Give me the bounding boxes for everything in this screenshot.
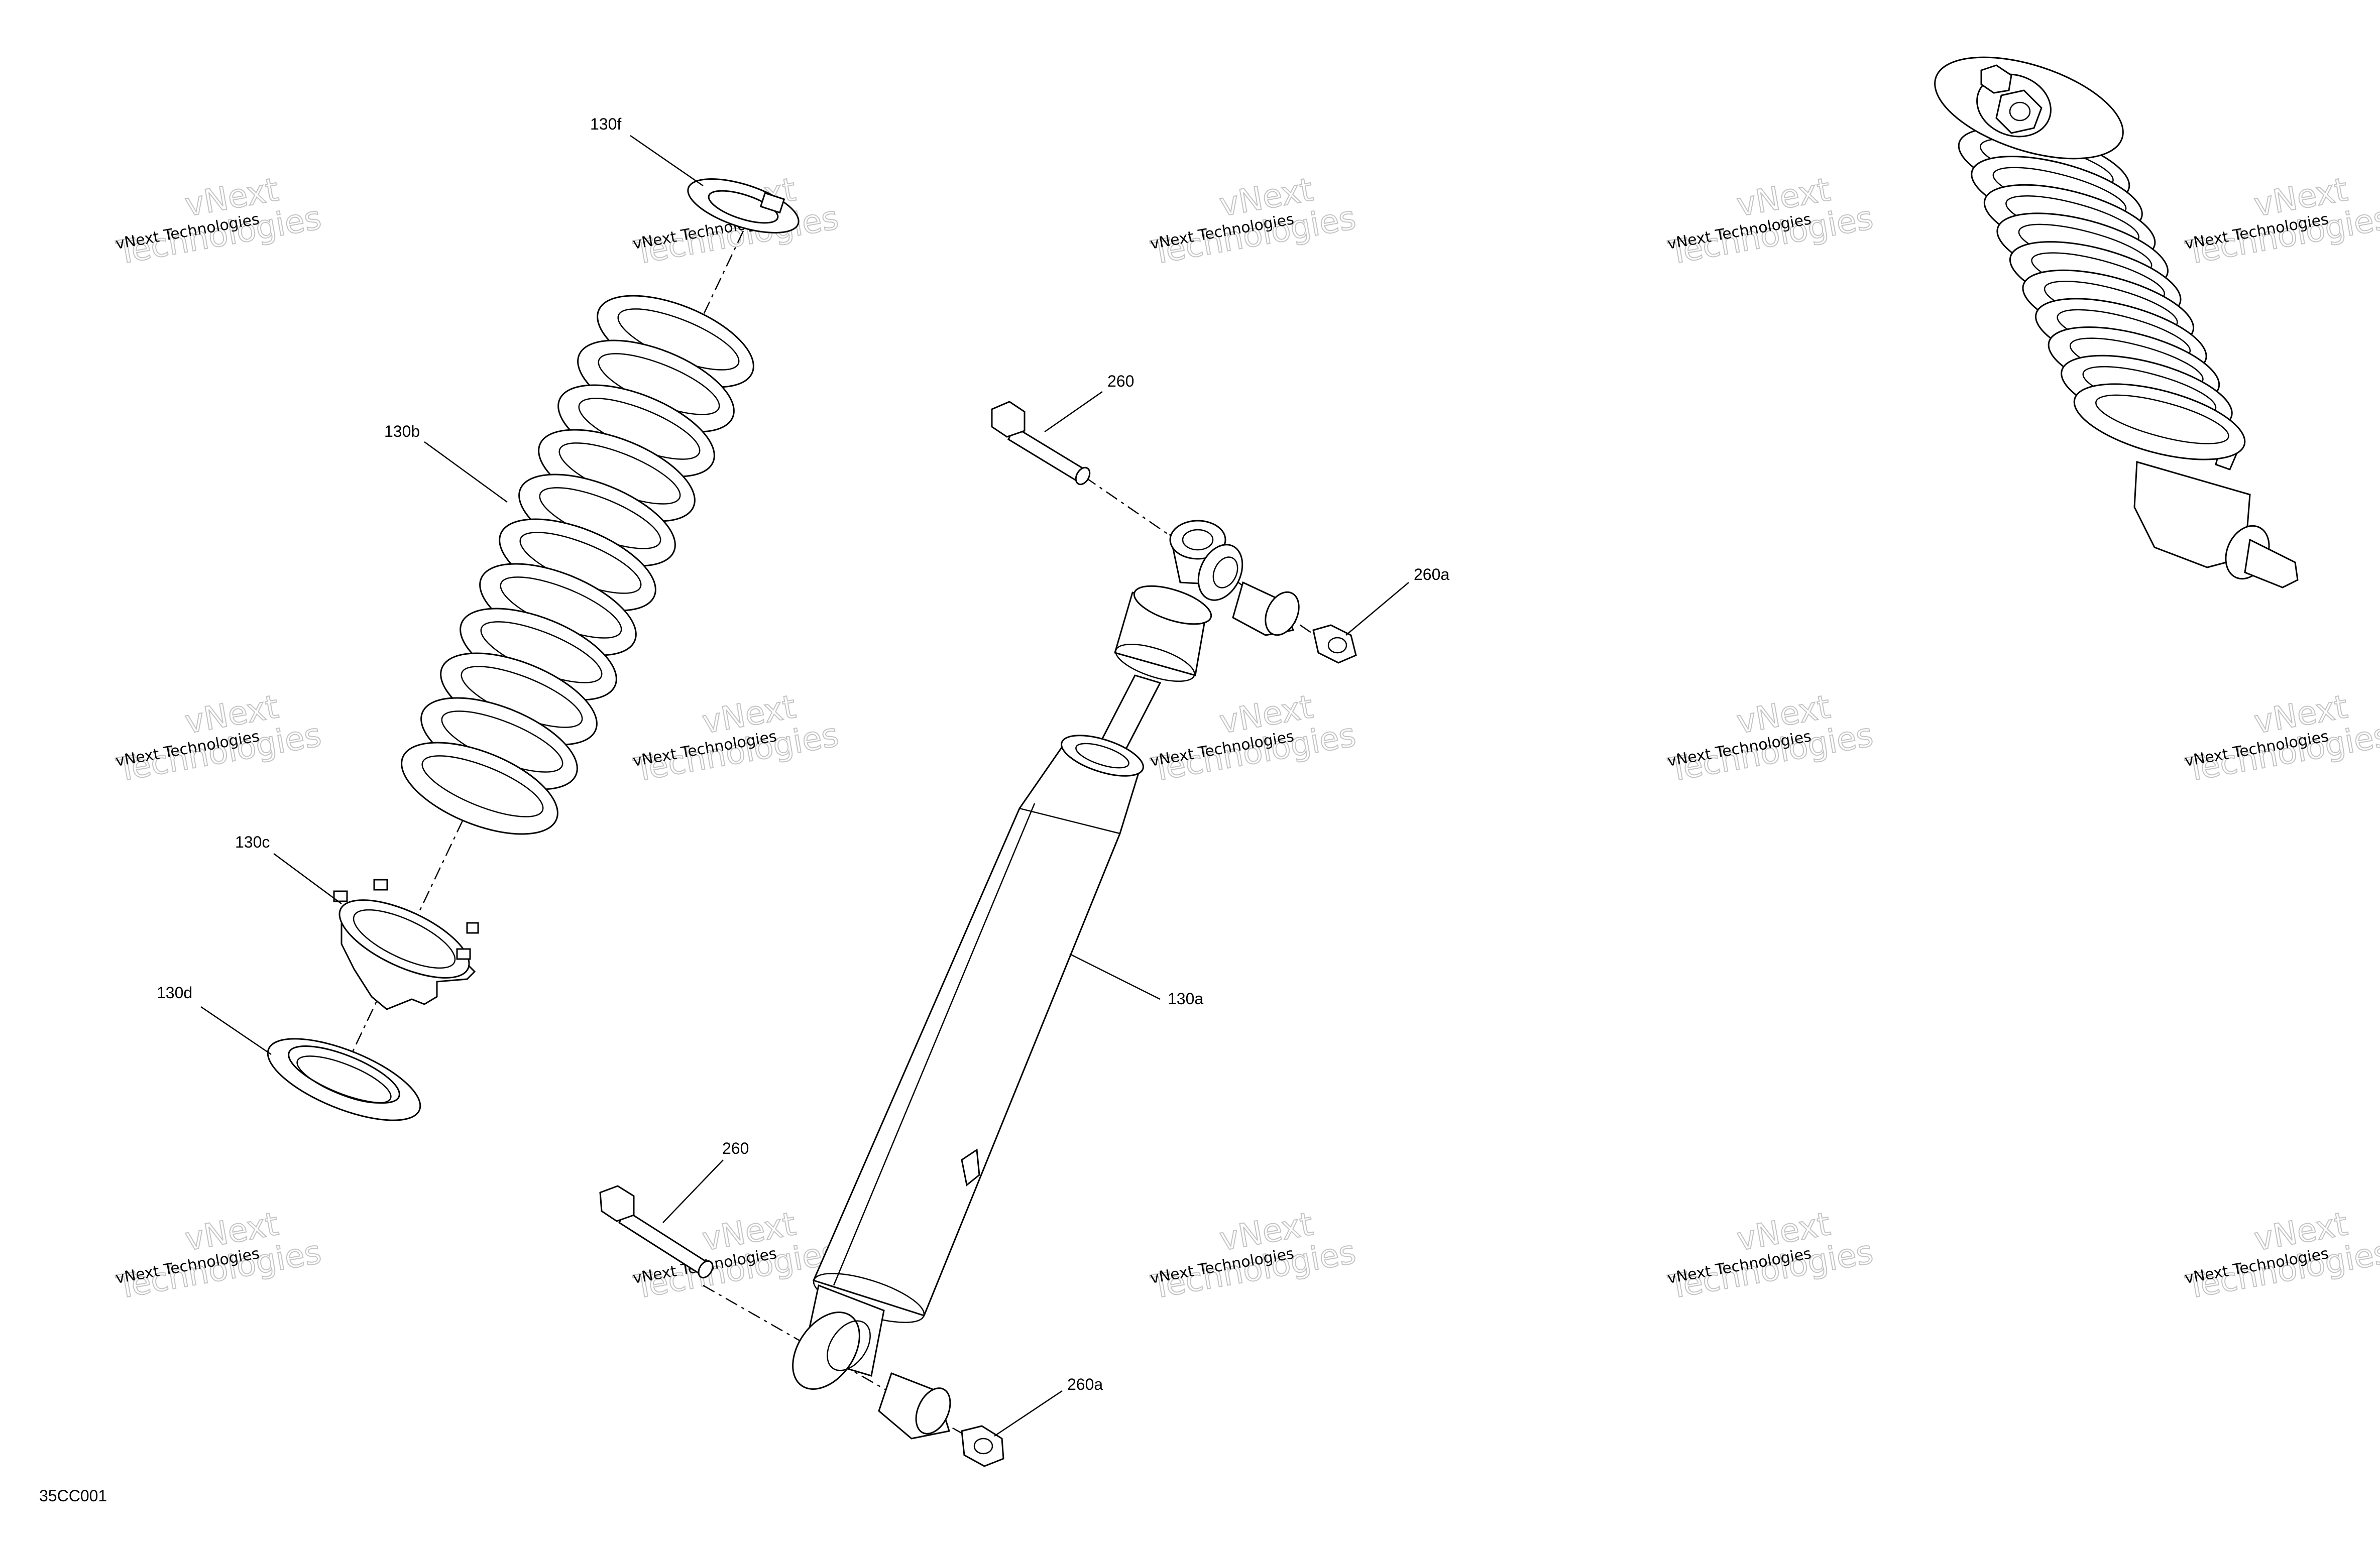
callout-130d: 130d [157,984,192,1002]
spring-coil-inner-10 [421,755,544,817]
spring-seat-130c [333,879,479,1010]
spring-coil-10 [401,742,558,835]
bushing-bottom [878,1372,951,1440]
coil-spring-130b [401,295,754,835]
bushing-top [1232,581,1300,636]
callout-260-top: 260 [1107,372,1134,390]
leader-130a [1069,953,1161,1000]
leader-130f [630,135,704,187]
shock-top-cap [1114,585,1212,682]
nut-260a-bottom [961,1425,1004,1467]
bolt-260-top [991,401,1091,486]
shock-bottom-eyelet [792,1284,885,1390]
callout-260-bottom: 260 [722,1139,749,1157]
leader-260a-top [1345,582,1409,636]
callout-260a-top: 260a [1414,565,1449,583]
leader-260a-bottom [994,1390,1063,1437]
assembled-spring-coil-9 [2073,383,2246,460]
bolt-260-bottom [599,1185,714,1279]
assembled-spring-coil-inner-9 [2095,394,2229,444]
leader-130b [424,441,508,503]
shock-body-130a [812,735,1144,1323]
spring-ring-130d [267,1038,421,1121]
assembled-coil-spring [1958,127,2246,460]
callout-130b: 130b [384,422,420,440]
leader-260-bottom [662,1159,724,1223]
shock-top-eyelet [1169,520,1243,601]
callout-130f: 130f [590,115,621,133]
callout-260a-bottom: 260a [1067,1375,1103,1393]
callout-130a: 130a [1168,990,1203,1008]
leader-130d [200,1006,272,1055]
nut-260a-top [1312,624,1357,664]
callout-130c: 130c [235,833,270,851]
spring-retainer-130f [687,178,800,233]
assembled-shock-unit [1934,56,2299,588]
leader-130c [273,853,342,905]
leader-260-top [1044,391,1103,433]
figure-code: 35CC001 [39,1487,107,1505]
